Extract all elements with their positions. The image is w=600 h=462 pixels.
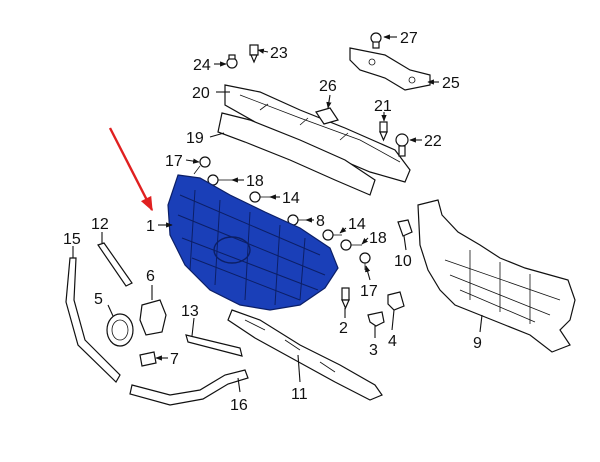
screw-part-18-upper — [207, 174, 232, 186]
callout-3: 3 — [369, 342, 378, 359]
callout-7: 7 — [170, 351, 179, 368]
callout-9: 9 — [473, 335, 482, 352]
molding-part-16 — [129, 369, 249, 406]
lower-bracket-part-11 — [227, 309, 383, 401]
molding-part-15 — [65, 257, 121, 383]
callout-12: 12 — [91, 216, 109, 233]
pin-part-2 — [341, 287, 350, 310]
callout-25: 25 — [442, 75, 460, 92]
callout-19: 19 — [186, 130, 204, 147]
fastener-part-27 — [370, 32, 382, 49]
callout-11: 11 — [291, 386, 308, 403]
callout-21: 21 — [374, 98, 392, 115]
screw-part-14-lower — [322, 229, 342, 241]
molding-part-13 — [185, 334, 243, 357]
callout-27: 27 — [400, 30, 418, 47]
screw-part-17-lower — [359, 252, 371, 270]
callout-4: 4 — [388, 333, 397, 350]
callout-17-upper: 17 — [165, 153, 183, 170]
fastener-part-21 — [379, 121, 388, 142]
callout-16: 16 — [230, 397, 248, 414]
bracket-part-25 — [349, 47, 431, 91]
callout-20: 20 — [192, 85, 210, 102]
callout-15: 15 — [63, 231, 81, 248]
callout-10: 10 — [394, 253, 412, 270]
clip-part-4 — [387, 291, 405, 311]
callout-2: 2 — [339, 320, 348, 337]
highlight-arrow — [108, 127, 154, 212]
molding-part-12 — [97, 242, 133, 287]
screw-part-14-upper — [249, 191, 270, 203]
clip-part-7 — [139, 351, 157, 367]
callout-labels: 1 2 3 4 5 6 7 8 9 10 11 12 13 14 14 15 1… — [63, 30, 482, 414]
callout-13: 13 — [181, 303, 199, 320]
callout-8: 8 — [316, 213, 325, 230]
clip-part-3 — [367, 311, 385, 327]
emblem-bracket-part-6 — [139, 299, 167, 336]
emblem-part-5 — [106, 313, 134, 347]
callout-18-upper: 18 — [246, 173, 264, 190]
callout-18-lower: 18 — [369, 230, 387, 247]
callout-1: 1 — [146, 218, 155, 235]
clip-part-10 — [397, 219, 413, 237]
fastener-part-24 — [226, 54, 238, 69]
radiator-support-part-9 — [417, 199, 576, 353]
screw-part-18-lower — [340, 239, 362, 251]
callout-24: 24 — [193, 57, 211, 74]
callout-26: 26 — [319, 78, 337, 95]
grille-assembly-part-1 — [167, 174, 339, 311]
callout-23: 23 — [270, 45, 288, 62]
bolt-part-22 — [395, 133, 409, 157]
seal-strip-part-19 — [217, 112, 376, 196]
screw-part-17-upper — [193, 156, 211, 175]
callout-14-lower: 14 — [348, 216, 366, 233]
fastener-part-23 — [249, 44, 259, 64]
callout-17-lower: 17 — [360, 283, 378, 300]
callout-22: 22 — [424, 133, 442, 150]
clip-part-26 — [315, 107, 339, 125]
callout-6: 6 — [146, 268, 155, 285]
leader-lines — [72, 34, 483, 393]
callout-14-upper: 14 — [282, 190, 300, 207]
callout-5: 5 — [94, 291, 103, 308]
